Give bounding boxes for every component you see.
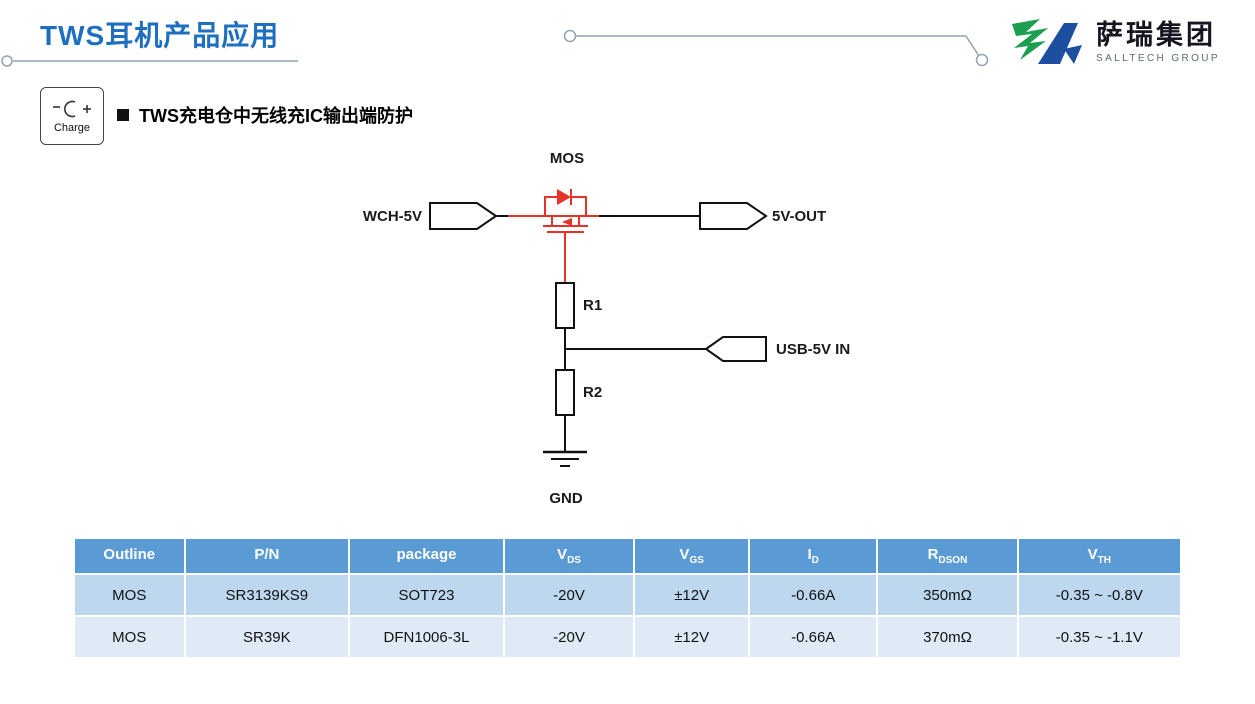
page-title: TWS耳机产品应用	[40, 20, 280, 51]
table-cell: -0.66A	[750, 575, 879, 617]
table-cell: ±12V	[635, 617, 751, 659]
gnd-label: GND	[549, 490, 583, 507]
output-label: 5V-OUT	[772, 208, 827, 225]
ground-symbol	[543, 450, 587, 467]
wch-input-arrow	[429, 202, 498, 230]
table-cell: -20V	[504, 575, 636, 617]
r1-label: R1	[583, 297, 603, 314]
wch-input-label: WCH-5V	[362, 208, 422, 225]
charge-label: Charge	[53, 121, 91, 134]
circuit-wires	[497, 215, 706, 452]
table-cell: 370mΩ	[878, 617, 1019, 659]
logo-company-subtitle: SALLTECH GROUP	[1096, 53, 1220, 65]
col-header-package: package	[350, 539, 505, 575]
logo-blue-shape	[1038, 23, 1078, 64]
body-diode-icon	[557, 189, 571, 205]
table-cell: MOS	[75, 617, 186, 659]
salltech-logo-icon	[1012, 19, 1082, 64]
resistor-r2	[555, 369, 575, 416]
col-header-vgs: VGS	[635, 539, 751, 575]
col-header-vds: VDS	[504, 539, 636, 575]
table-row: MOS SR39K DFN1006-3L -20V ±12V -0.66A 37…	[75, 617, 1180, 659]
mos-label: MOS	[549, 150, 585, 167]
decor-line-diagonal	[965, 35, 980, 57]
table-cell: -0.66A	[750, 617, 879, 659]
mosfet-symbol	[508, 189, 599, 284]
table-cell: MOS	[75, 575, 186, 617]
col-header-vth: VTH	[1018, 539, 1180, 575]
table-cell: ±12V	[635, 575, 751, 617]
table-cell: DFN1006-3L	[350, 617, 505, 659]
logo-text-block: 萨瑞集团 SALLTECH GROUP	[1096, 20, 1220, 64]
table-row: MOS SR3139KS9 SOT723 -20V ±12V -0.66A 35…	[75, 575, 1180, 617]
table-cell: SOT723	[350, 575, 505, 617]
table-header-row: Outline P/N package VDS VGS ID RDSON VTH	[75, 539, 1180, 575]
bullet-square-icon	[117, 109, 129, 121]
r2-label: R2	[583, 384, 603, 401]
col-header-outline: Outline	[75, 539, 186, 575]
table-cell: 350mΩ	[878, 575, 1019, 617]
table-cell: SR39K	[185, 617, 351, 659]
usb-input-arrow	[704, 336, 767, 362]
logo-blue-shape-small	[1064, 45, 1082, 64]
decor-circle-left	[1, 55, 13, 67]
section-heading: TWS充电仓中无线充IC输出端防护	[117, 102, 413, 128]
decor-circle-middle	[563, 29, 577, 43]
circuit-diagram	[429, 189, 768, 467]
table-cell: -0.35 ~ -1.1V	[1018, 617, 1180, 659]
out-output-arrow	[699, 202, 768, 230]
company-logo: 萨瑞集团 SALLTECH GROUP	[1008, 16, 1220, 68]
table-cell: SR3139KS9	[185, 575, 351, 617]
col-header-rdson: RDSON	[878, 539, 1019, 575]
logo-company-name: 萨瑞集团	[1096, 19, 1216, 50]
usb-input-label: USB-5V IN	[776, 341, 851, 358]
table-cell: -0.35 ~ -0.8V	[1018, 575, 1180, 617]
battery-charge-icon	[53, 100, 91, 117]
col-header-pn: P/N	[185, 539, 351, 575]
spec-table: Outline P/N package VDS VGS ID RDSON VTH…	[75, 539, 1180, 659]
section-heading-text: TWS充电仓中无线充IC输出端防护	[139, 106, 413, 126]
decor-circle-right	[975, 53, 989, 67]
logo-green-shape	[1012, 19, 1048, 60]
charge-badge: Charge	[40, 87, 104, 145]
resistor-r1	[555, 282, 575, 329]
col-header-id: ID	[750, 539, 879, 575]
table-cell: -20V	[504, 617, 636, 659]
